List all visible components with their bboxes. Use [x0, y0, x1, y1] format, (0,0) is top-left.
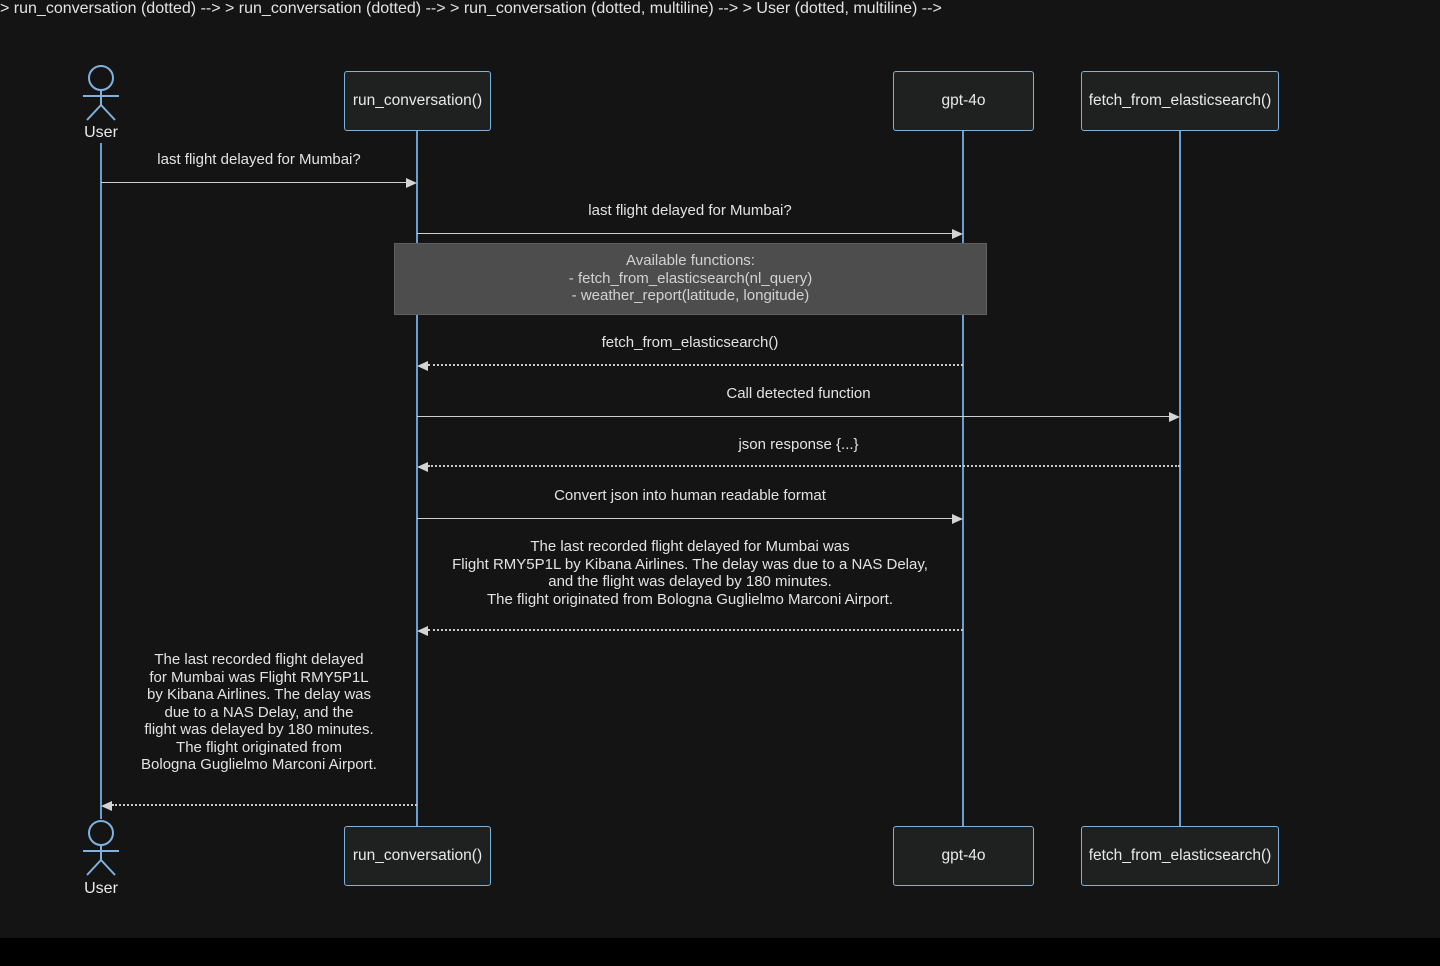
lifeline-user: [100, 143, 102, 819]
participant-run-conversation-top: run_conversation(): [344, 71, 491, 131]
message-call-detected: Call detected function: [726, 385, 871, 402]
message-json-response-line: [428, 465, 1180, 467]
user-actor-figure-top: [83, 65, 119, 121]
participant-fetch-elasticsearch-top: fetch_from_elasticsearch(): [1081, 71, 1279, 131]
message-call-detected-arrowhead: [1169, 412, 1180, 422]
participant-fetch-elasticsearch-label: fetch_from_elasticsearch(): [1088, 92, 1272, 109]
participant-gpt4o-label: gpt-4o: [941, 92, 986, 109]
participant-run-conversation-label-bottom: run_conversation(): [352, 847, 483, 864]
message-final-answer: The last recorded flight delayed for Mum…: [141, 651, 377, 773]
note-available-functions: Available functions: - fetch_from_elasti…: [394, 243, 987, 315]
message-forward-query-line: [417, 233, 952, 234]
participant-fetch-elasticsearch-label-bottom: fetch_from_elasticsearch(): [1088, 847, 1272, 864]
message-final-answer-arrowhead: [101, 801, 112, 811]
message-user-query-line: [101, 182, 406, 183]
message-convert-request: Convert json into human readable format: [554, 487, 826, 504]
participant-gpt4o-top: gpt-4o: [893, 71, 1034, 131]
message-forward-query: last flight delayed for Mumbai?: [588, 202, 792, 219]
lifeline-fetch-elasticsearch: [1179, 131, 1181, 826]
message-json-response: json response {...}: [738, 436, 859, 453]
message-call-detected-line: [417, 416, 1169, 417]
lifeline-gpt4o: [962, 131, 964, 826]
participant-run-conversation-label: run_conversation(): [352, 92, 483, 109]
message-function-choice-arrowhead: [417, 361, 428, 371]
message-forward-query-arrowhead: [952, 229, 963, 239]
message-user-query-arrowhead: [406, 178, 417, 188]
message-final-answer-line: [112, 804, 417, 806]
user-label-top: User: [84, 124, 118, 141]
participant-gpt4o-label-bottom: gpt-4o: [941, 847, 986, 864]
bottom-black-bar: [0, 938, 1440, 966]
message-user-query: last flight delayed for Mumbai?: [157, 151, 361, 168]
participant-fetch-elasticsearch-bottom: fetch_from_elasticsearch(): [1081, 826, 1279, 886]
message-llm-answer-line: [428, 629, 963, 631]
participant-gpt4o-bottom: gpt-4o: [893, 826, 1034, 886]
message-convert-request-line: [417, 518, 952, 519]
message-llm-answer-arrowhead: [417, 626, 428, 636]
user-head-icon: [88, 820, 114, 846]
user-actor-figure-bottom: [83, 820, 119, 876]
lifeline-run-conversation: [416, 131, 418, 826]
participant-run-conversation-bottom: run_conversation(): [344, 826, 491, 886]
message-json-response-arrowhead: [417, 462, 428, 472]
message-function-choice: fetch_from_elasticsearch(): [601, 334, 779, 351]
message-function-choice-line: [428, 364, 963, 366]
message-convert-request-arrowhead: [952, 514, 963, 524]
user-head-icon: [88, 65, 114, 91]
message-llm-answer: The last recorded flight delayed for Mum…: [452, 538, 928, 608]
user-label-bottom: User: [84, 880, 118, 897]
